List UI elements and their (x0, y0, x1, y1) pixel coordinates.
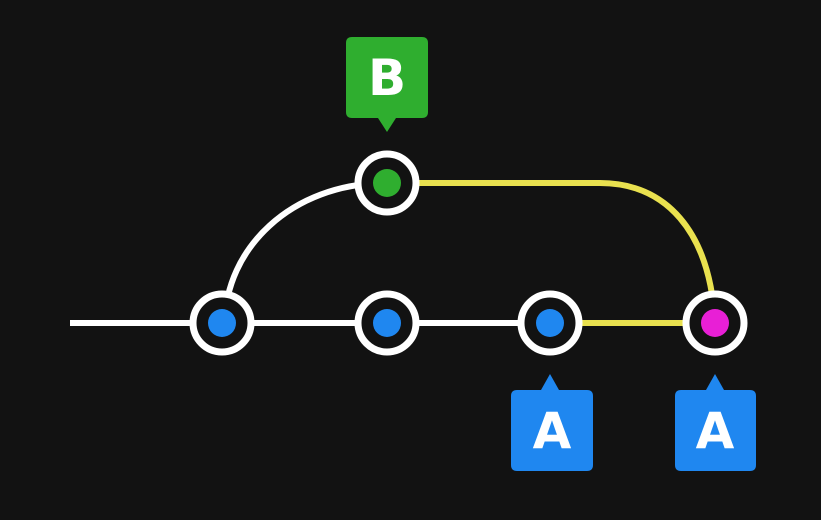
branch-b-tag: B (346, 37, 428, 132)
merge-line-top (387, 180, 718, 324)
branch-b-tag-label: B (368, 49, 406, 107)
branch-a-tag-old-label: A (533, 402, 572, 460)
merge-commit-node (682, 290, 748, 356)
commit-node-3 (517, 290, 583, 356)
branch-a-tag-old: A (511, 374, 593, 471)
commit-node-2 (354, 290, 420, 356)
commit-node-1 (189, 290, 255, 356)
branch-b-commit-node (354, 150, 420, 216)
branch-a-tag-new: A (675, 374, 756, 471)
branch-a-tag-new-label: A (696, 402, 735, 460)
